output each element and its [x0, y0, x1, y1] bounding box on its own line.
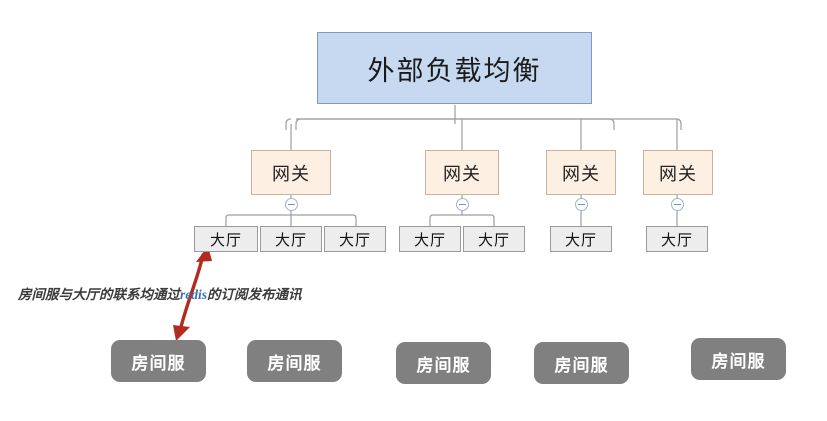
node-gateway-2[interactable]: 网关 [425, 150, 499, 195]
node-label: 房间服 [267, 353, 322, 373]
node-label: 大厅 [209, 232, 242, 249]
annotation-redis-pubsub: 房间服与大厅的联系均通过redis的订阅发布通讯 [18, 283, 302, 303]
node-label: 房间服 [131, 353, 186, 373]
node-label: 网关 [659, 163, 697, 184]
node-label: 网关 [272, 163, 310, 184]
node-lobby-6[interactable]: 大厅 [550, 226, 612, 252]
node-lobby-2[interactable]: 大厅 [260, 226, 322, 252]
node-gateway-3[interactable]: 网关 [546, 150, 616, 195]
collapse-minus-icon-gateway-4[interactable] [671, 198, 684, 211]
annotation-prefix: 房间服与大厅的联系均通过 [18, 287, 180, 302]
node-label: 大厅 [274, 232, 307, 249]
node-label: 大厅 [660, 232, 693, 249]
node-gateway-4[interactable]: 网关 [643, 150, 713, 195]
node-room-server-4[interactable]: 房间服 [534, 342, 629, 384]
node-room-server-2[interactable]: 房间服 [247, 340, 342, 382]
annotation-highlight: redis [180, 287, 207, 302]
node-gateway-1[interactable]: 网关 [251, 150, 331, 195]
node-label: 大厅 [338, 232, 371, 249]
node-label: 网关 [443, 163, 481, 184]
node-label: 房间服 [416, 355, 471, 375]
node-lobby-5[interactable]: 大厅 [463, 226, 525, 252]
node-lobby-4[interactable]: 大厅 [399, 226, 461, 252]
node-label: 房间服 [711, 351, 766, 371]
node-label: 外部负载均衡 [367, 55, 542, 86]
collapse-minus-icon-gateway-1[interactable] [285, 198, 298, 211]
node-label: 大厅 [564, 232, 597, 249]
node-room-server-1[interactable]: 房间服 [111, 340, 206, 382]
collapse-minus-icon-gateway-3[interactable] [575, 198, 588, 211]
node-lobby-7[interactable]: 大厅 [646, 226, 708, 252]
node-label: 网关 [562, 163, 600, 184]
node-room-server-3[interactable]: 房间服 [396, 342, 491, 384]
node-external-load-balancer[interactable]: 外部负载均衡 [317, 32, 592, 104]
node-room-server-5[interactable]: 房间服 [691, 338, 786, 380]
node-label: 大厅 [477, 232, 510, 249]
annotation-suffix: 的订阅发布通讯 [207, 287, 302, 302]
node-lobby-3[interactable]: 大厅 [324, 226, 386, 252]
node-label: 房间服 [554, 355, 609, 375]
collapse-minus-icon-gateway-2[interactable] [456, 198, 469, 211]
node-label: 大厅 [413, 232, 446, 249]
node-lobby-1[interactable]: 大厅 [194, 226, 258, 252]
